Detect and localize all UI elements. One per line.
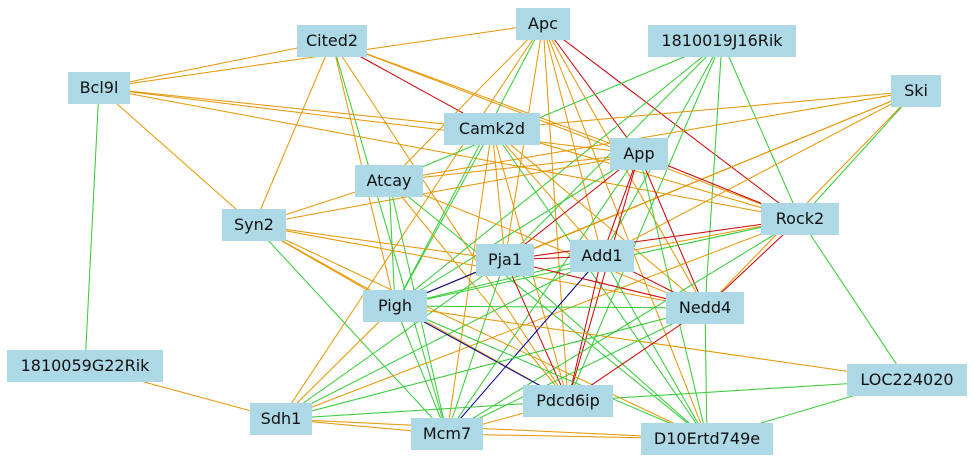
node-pja1[interactable]: Pja1: [476, 244, 534, 276]
node-pigh[interactable]: Pigh: [363, 290, 427, 322]
edge-bcl9l-camk2d: [98, 87, 493, 130]
node-d10ertd749e[interactable]: D10Ertd749e: [641, 423, 773, 455]
edge-apc-pigh: [394, 23, 544, 307]
edge-apc-sdh1: [280, 23, 544, 420]
edge-app-pdcd6ip: [567, 153, 640, 402]
edge-ski-atcay: [388, 90, 917, 182]
edge-cited2-syn2: [253, 40, 333, 226]
edge-1810019j16rik-pdcd6ip: [567, 40, 723, 402]
edge-nedd4-mcm7: [446, 307, 706, 435]
edge-atcay-pigh: [388, 180, 396, 307]
edge-camk2d-rock2: [491, 128, 801, 220]
edge-camk2d-pja1: [491, 128, 506, 261]
node-add1[interactable]: Add1: [570, 240, 634, 272]
edge-pigh-mcm7: [394, 305, 448, 435]
node-syn2[interactable]: Syn2: [222, 209, 286, 241]
edge-bcl9l-app: [98, 87, 640, 155]
edge-add1-pdcd6ip: [567, 255, 603, 402]
edge-rock2-sdh1: [280, 218, 801, 420]
edge-app-pigh: [394, 153, 640, 307]
node-cited2[interactable]: Cited2: [297, 25, 367, 57]
edge-ski-add1: [601, 90, 917, 257]
edge-rock2-pja1: [504, 218, 801, 261]
node-mcm7[interactable]: Mcm7: [411, 418, 483, 450]
node-loc224020[interactable]: LOC224020: [847, 364, 967, 396]
node-1810059g22rik[interactable]: 1810059G22Rik: [7, 350, 163, 382]
edge-nedd4-sdh1: [280, 307, 706, 420]
edge-cited2-bcl9l: [98, 40, 333, 89]
node-ski[interactable]: Ski: [891, 75, 941, 107]
edge-nedd4-d10ertd749e: [704, 307, 708, 440]
edge-pigh-d10ertd749e: [394, 305, 708, 440]
edge-apc-add1: [542, 23, 603, 257]
edge-cited2-mcm7: [331, 40, 448, 435]
edge-pigh-nedd4: [394, 305, 706, 309]
node-bcl9l[interactable]: Bcl9l: [68, 72, 130, 104]
edge-bcl9l-1810059g22rik: [84, 87, 100, 367]
node-atcay[interactable]: Atcay: [355, 165, 423, 197]
edge-rock2-mcm7: [446, 218, 801, 435]
node-camk2d[interactable]: Camk2d: [444, 113, 540, 145]
edge-app-nedd4: [638, 153, 706, 309]
edge-app-atcay: [388, 153, 640, 182]
edge-syn2-mcm7: [253, 224, 448, 435]
edge-add1-sdh1: [280, 255, 603, 420]
node-pdcd6ip[interactable]: Pdcd6ip: [523, 385, 613, 417]
edge-pja1-sdh1: [280, 259, 506, 420]
edge-add1-pigh: [394, 255, 603, 307]
edge-app-add1: [601, 153, 640, 257]
edge-add1-d10ertd749e: [601, 255, 708, 440]
edge-pigh-sdh1: [280, 305, 396, 420]
edge-bcl9l-syn2: [98, 87, 255, 226]
node-apc[interactable]: Apc: [516, 8, 570, 40]
edge-camk2d-mcm7: [446, 128, 493, 435]
edge-apc-d10ertd749e: [542, 23, 708, 440]
node-nedd4[interactable]: Nedd4: [666, 292, 744, 324]
edge-apc-rock2: [542, 23, 801, 220]
edge-rock2-loc224020: [799, 218, 908, 381]
node-sdh1[interactable]: Sdh1: [250, 403, 312, 435]
edge-camk2d-nedd4: [491, 128, 706, 309]
edge-ski-camk2d: [491, 90, 917, 130]
edge-1810019j16rik-rock2: [721, 40, 801, 220]
edge-apc-pdcd6ip: [542, 23, 569, 402]
node-app[interactable]: App: [610, 138, 668, 170]
edge-apc-app: [542, 23, 640, 155]
edge-apc-atcay: [388, 23, 544, 182]
edge-pja1-mcm7: [446, 259, 506, 435]
edge-app-pja1: [504, 153, 640, 261]
edge-atcay-nedd4: [388, 180, 706, 309]
edge-syn2-pja1: [253, 224, 506, 261]
node-rock2[interactable]: Rock2: [761, 203, 839, 235]
edge-sdh1-d10ertd749e: [280, 418, 708, 440]
edge-cited2-rock2: [331, 40, 801, 220]
edge-camk2d-d10ertd749e: [491, 128, 708, 440]
edge-cited2-app: [331, 40, 640, 155]
edge-pigh-loc224020: [394, 305, 908, 381]
edge-ski-rock2: [799, 90, 917, 220]
edge-bcl9l-rock2: [98, 87, 801, 220]
node-1810019j16rik[interactable]: 1810019J16Rik: [648, 25, 796, 57]
edge-app-syn2: [253, 153, 640, 226]
edge-pdcd6ip-sdh1: [280, 400, 569, 420]
edge-pja1-d10ertd749e: [504, 259, 708, 440]
edge-cited2-pdcd6ip: [331, 40, 569, 402]
edge-add1-mcm7: [446, 255, 603, 435]
edge-ski-nedd4: [704, 90, 917, 309]
edge-1810019j16rik-atcay: [388, 40, 723, 182]
edge-atcay-pdcd6ip: [388, 180, 569, 402]
